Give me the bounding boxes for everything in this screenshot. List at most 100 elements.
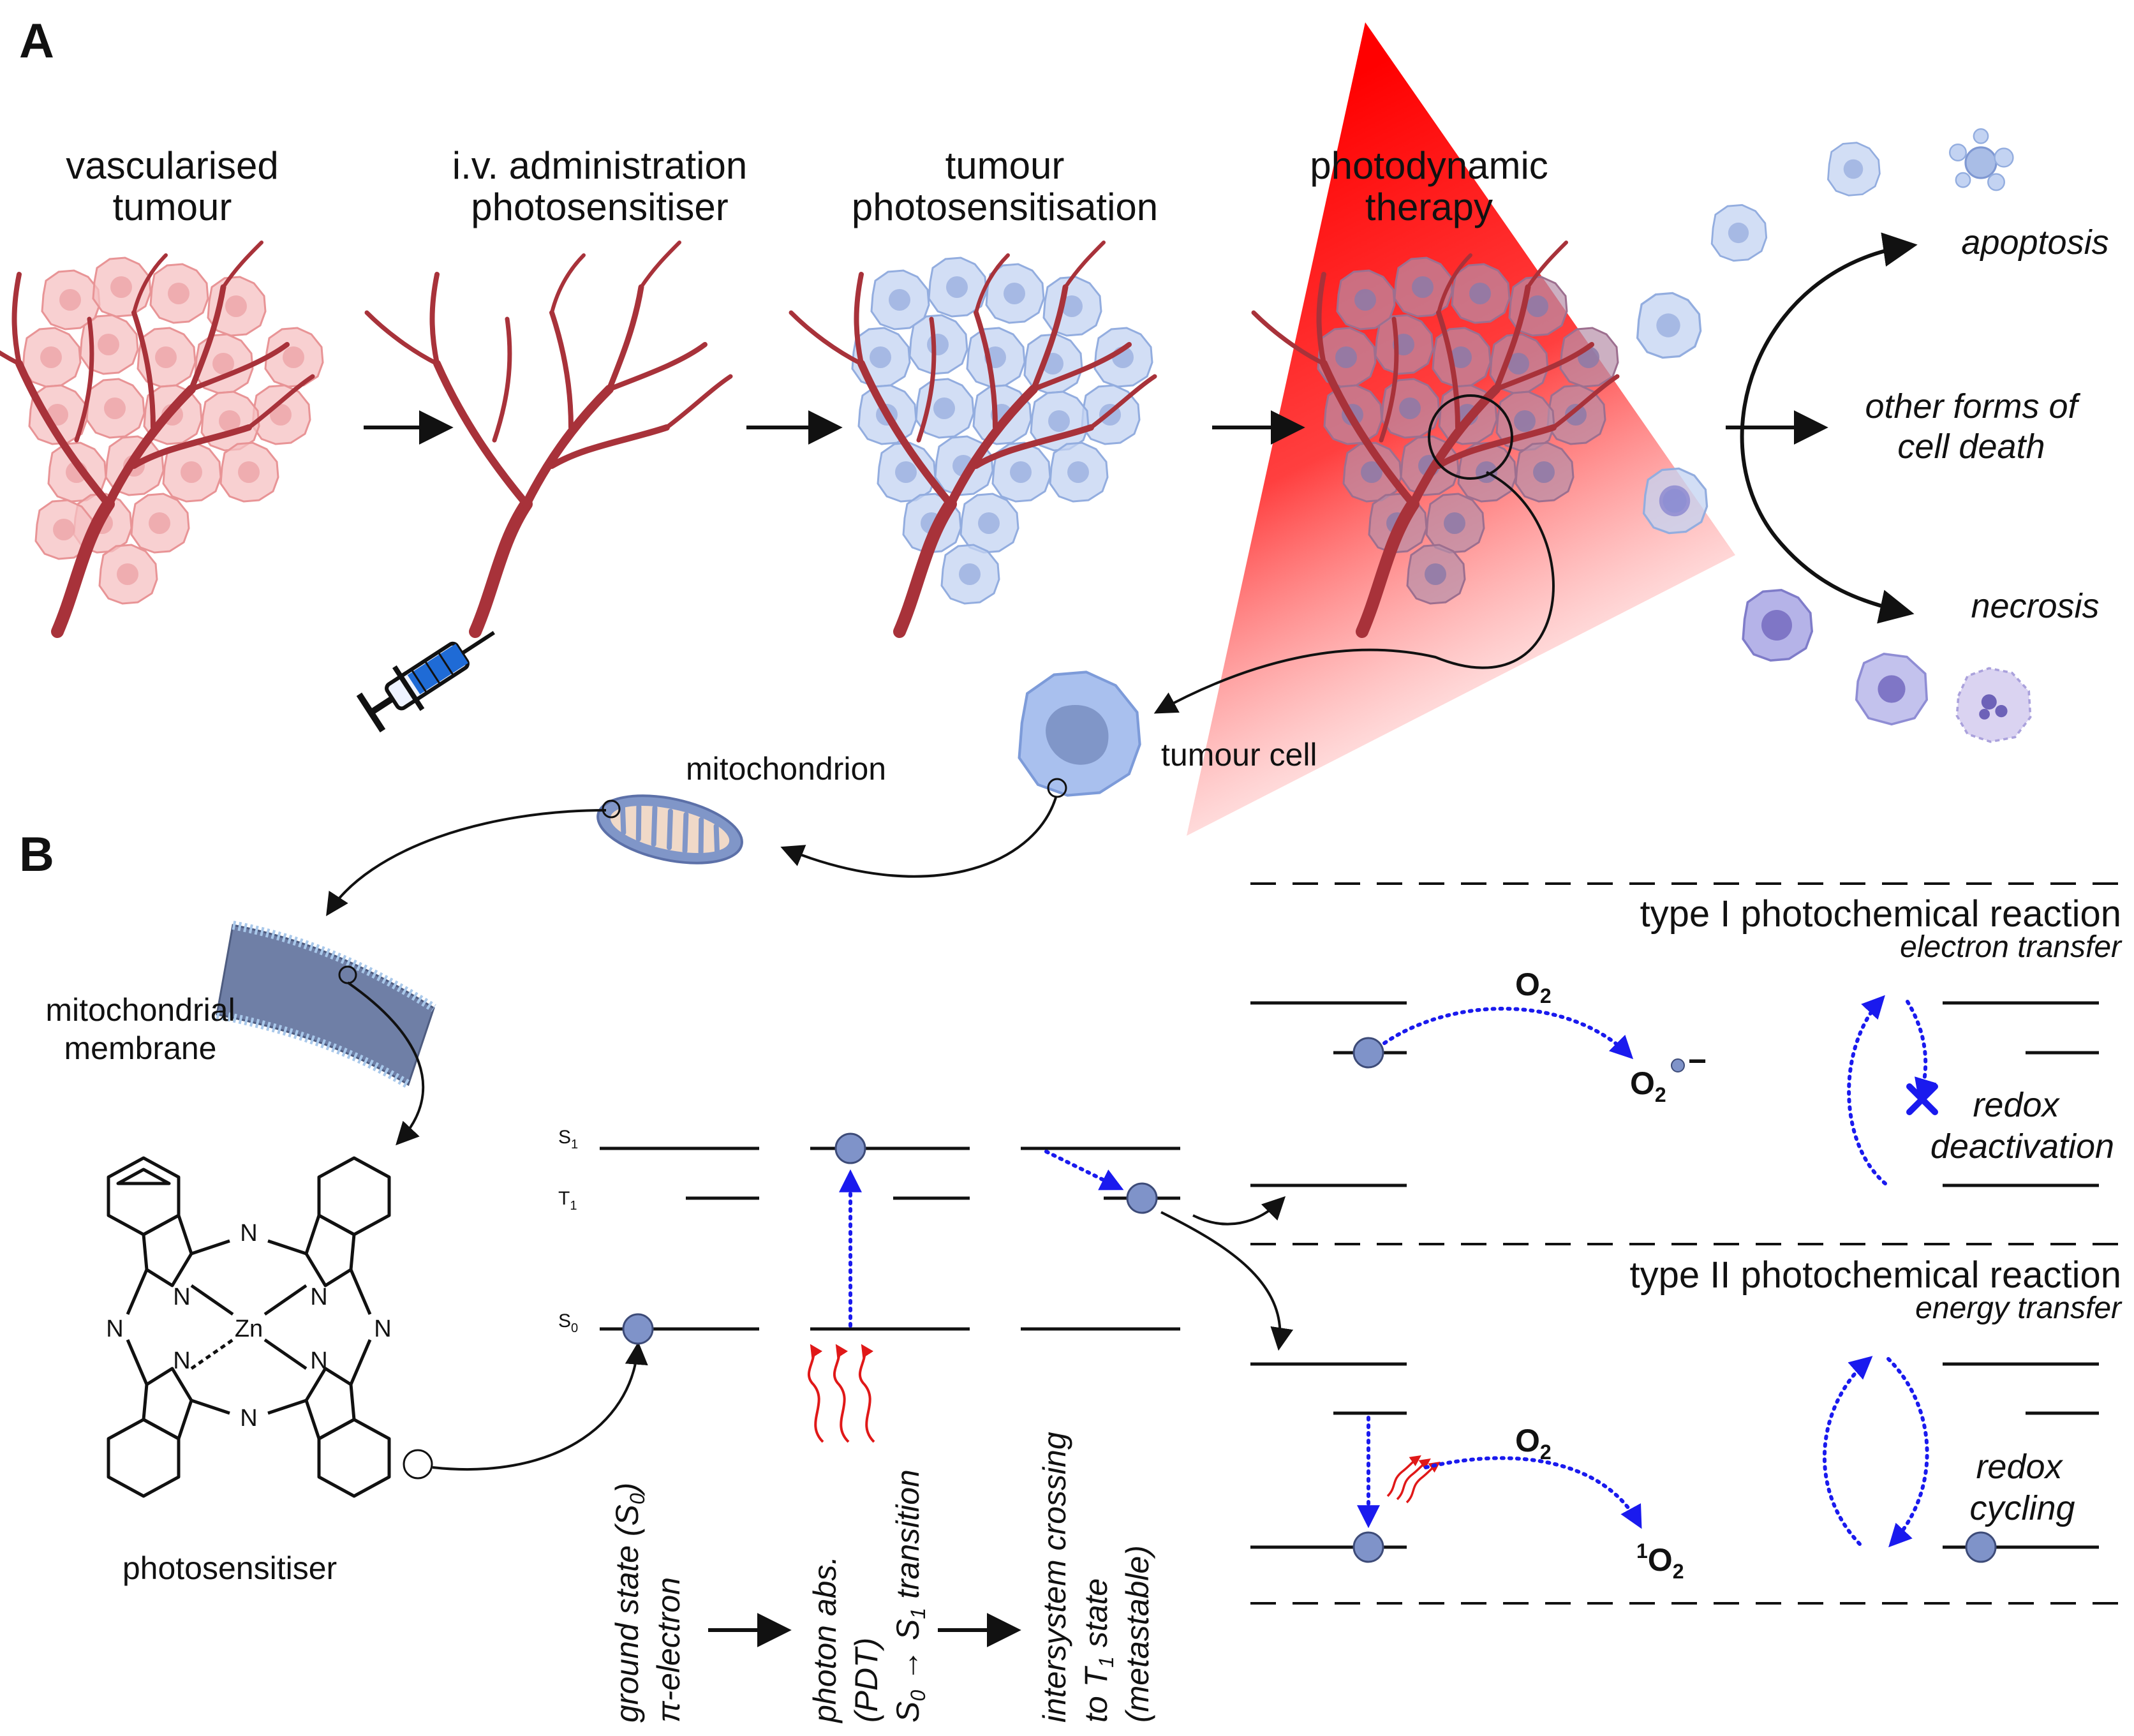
photon-arrows — [807, 1344, 875, 1443]
redox-deactivation-line-1: redox — [1973, 1086, 2060, 1124]
outcome-arc — [1740, 232, 1918, 624]
atom-n-bottom: N — [240, 1405, 257, 1432]
superoxide-charge: − — [1688, 1043, 1707, 1079]
outcome-necrosis: necrosis — [1971, 587, 2099, 625]
panel-label-a: A — [19, 14, 54, 68]
atom-n-left: N — [106, 1316, 123, 1342]
stage-4-line-2: therapy — [1365, 186, 1493, 228]
vascularised-tumour — [0, 242, 324, 632]
stage-2-line-2: photosensitiser — [471, 186, 729, 228]
mitochondrial-membrane-icon — [216, 921, 436, 1089]
cell-to-mito-connector — [780, 797, 1057, 878]
atom-n-inner-2: N — [310, 1284, 327, 1310]
redox-deactivation-arrow-down — [1906, 1000, 1937, 1102]
membrane-label-line-1: mitochondrial — [45, 992, 235, 1028]
type2-title: type II photochemical reaction — [1629, 1254, 2121, 1296]
tumour-cell — [1018, 671, 1141, 797]
outcome-apoptosis: apoptosis — [1961, 223, 2108, 262]
redox-cycling-line-1: redox — [1976, 1448, 2063, 1486]
zoom-connector — [1153, 471, 1555, 714]
panel-label-b: B — [19, 827, 54, 882]
photosensitiser-label: photosensitiser — [122, 1550, 337, 1586]
molecule-zoom-circle — [403, 1449, 433, 1480]
tumour-cell-label: tumour cell — [1161, 737, 1317, 773]
mito-zoom-circle — [602, 799, 621, 819]
stage-4-line-1: photodynamic — [1310, 144, 1548, 187]
t1-to-type2-connector — [1160, 1211, 1294, 1351]
label-photon-absorption: photon abs. (PDT) S0 → S1 transition — [807, 1469, 930, 1724]
abs-line-1: photon abs. — [807, 1556, 843, 1724]
stage-1-line-1: vascularised — [66, 144, 279, 187]
membrane-label-line-2: membrane — [64, 1030, 217, 1066]
atom-n-inner-4: N — [310, 1347, 327, 1374]
stage-2-line-1: i.v. administration — [452, 144, 747, 187]
outcome-other-line-1: other forms of — [1865, 387, 2080, 426]
syringe-icon — [356, 631, 495, 733]
redox-cycling-electron — [1965, 1531, 1997, 1563]
type1-electron — [1352, 1037, 1384, 1069]
atom-n-inner-1: N — [173, 1284, 190, 1310]
stage-1-line-2: tumour — [113, 186, 232, 228]
singlet-oxygen-label: 1O2 — [1636, 1539, 1684, 1583]
cell-zoom-circle — [1047, 778, 1067, 798]
electron-transfer-arrow — [1382, 1007, 1634, 1060]
superoxide-radical-dot — [1671, 1058, 1685, 1072]
atom-n-top: N — [240, 1220, 257, 1247]
mitochondrion-label: mitochondrion — [686, 751, 886, 787]
type2-electron — [1352, 1531, 1384, 1563]
atom-n-inner-3: N — [173, 1347, 190, 1374]
level-label-t1: T1 — [558, 1188, 577, 1213]
redox-deactivation-line-2: deactivation — [1930, 1127, 2114, 1166]
ground-line-2: π-electron — [651, 1577, 686, 1723]
stage-title-vascularised: vascularised tumour — [66, 144, 279, 228]
dying-cells-necrotic — [1642, 467, 2032, 743]
electron-t1 — [1126, 1182, 1158, 1214]
redox-deactivation-arrow-up — [1847, 995, 1887, 1185]
dying-cells-apoptotic — [1636, 128, 2014, 359]
isc-arrow — [1044, 1150, 1124, 1191]
molecule-to-s0-connector — [432, 1341, 648, 1471]
photosensitiser-molecule — [107, 1156, 391, 1498]
label-ground-state: ground state (S0) π-electron — [609, 1483, 686, 1723]
stage-title-photosensitisation: tumour photosensitisation — [852, 144, 1158, 228]
type2-oxygen: O2 — [1515, 1423, 1552, 1464]
t1-to-type1-connector — [1192, 1196, 1286, 1226]
energy-transfer-arrow — [1424, 1456, 1642, 1529]
superoxide-label: O2 — [1630, 1065, 1666, 1106]
isc-line-1: intersystem crossing — [1037, 1432, 1072, 1723]
zoom-circle — [1428, 394, 1513, 480]
type2-emission-arrows — [1386, 1455, 1441, 1504]
isc-line-2: to T1 state — [1078, 1578, 1118, 1723]
redox-cycling-arrow-up — [1822, 1356, 1873, 1546]
blocked-x-icon — [1906, 1083, 1938, 1115]
electron-s1 — [834, 1132, 866, 1164]
stage-3-line-1: tumour — [945, 144, 1065, 187]
mito-to-membrane-connector — [326, 809, 607, 917]
type1-levels — [1250, 1001, 2099, 1187]
electron-ground — [622, 1313, 654, 1345]
type1-oxygen: O2 — [1515, 967, 1552, 1007]
redox-cycling-arrow-down — [1886, 1357, 1929, 1548]
atom-n-right: N — [374, 1316, 391, 1342]
mitochondrion-icon — [596, 794, 743, 864]
abs-line-2: (PDT) — [848, 1638, 884, 1723]
bare-vasculature — [367, 242, 730, 632]
stage-3-line-2: photosensitisation — [852, 186, 1158, 228]
type1-subtitle: electron transfer — [1900, 930, 2123, 964]
molecule-atom-labels: N N N N N N N N Zn — [106, 1220, 391, 1432]
type2-subtitle: energy transfer — [1915, 1291, 2123, 1325]
isc-line-3: (metastable) — [1120, 1545, 1155, 1723]
membrane-to-molecule-connector — [346, 981, 425, 1146]
stage-title-iv-administration: i.v. administration photosensitiser — [452, 144, 747, 228]
stage-title-photodynamic-therapy: photodynamic therapy — [1310, 144, 1548, 228]
outcome-other-line-2: cell death — [1897, 427, 2045, 466]
type1-title: type I photochemical reaction — [1640, 893, 2121, 935]
ground-line-1: ground state (S0) — [609, 1483, 649, 1723]
abs-line-3: S0 → S1 transition — [890, 1469, 930, 1723]
level-label-s1: S1 — [558, 1127, 578, 1152]
redox-cycling-line-2: cycling — [1969, 1489, 2075, 1527]
label-intersystem-crossing: intersystem crossing to T1 state (metast… — [1037, 1432, 1155, 1723]
level-label-s0: S0 — [558, 1310, 578, 1335]
atom-zn: Zn — [235, 1316, 263, 1342]
